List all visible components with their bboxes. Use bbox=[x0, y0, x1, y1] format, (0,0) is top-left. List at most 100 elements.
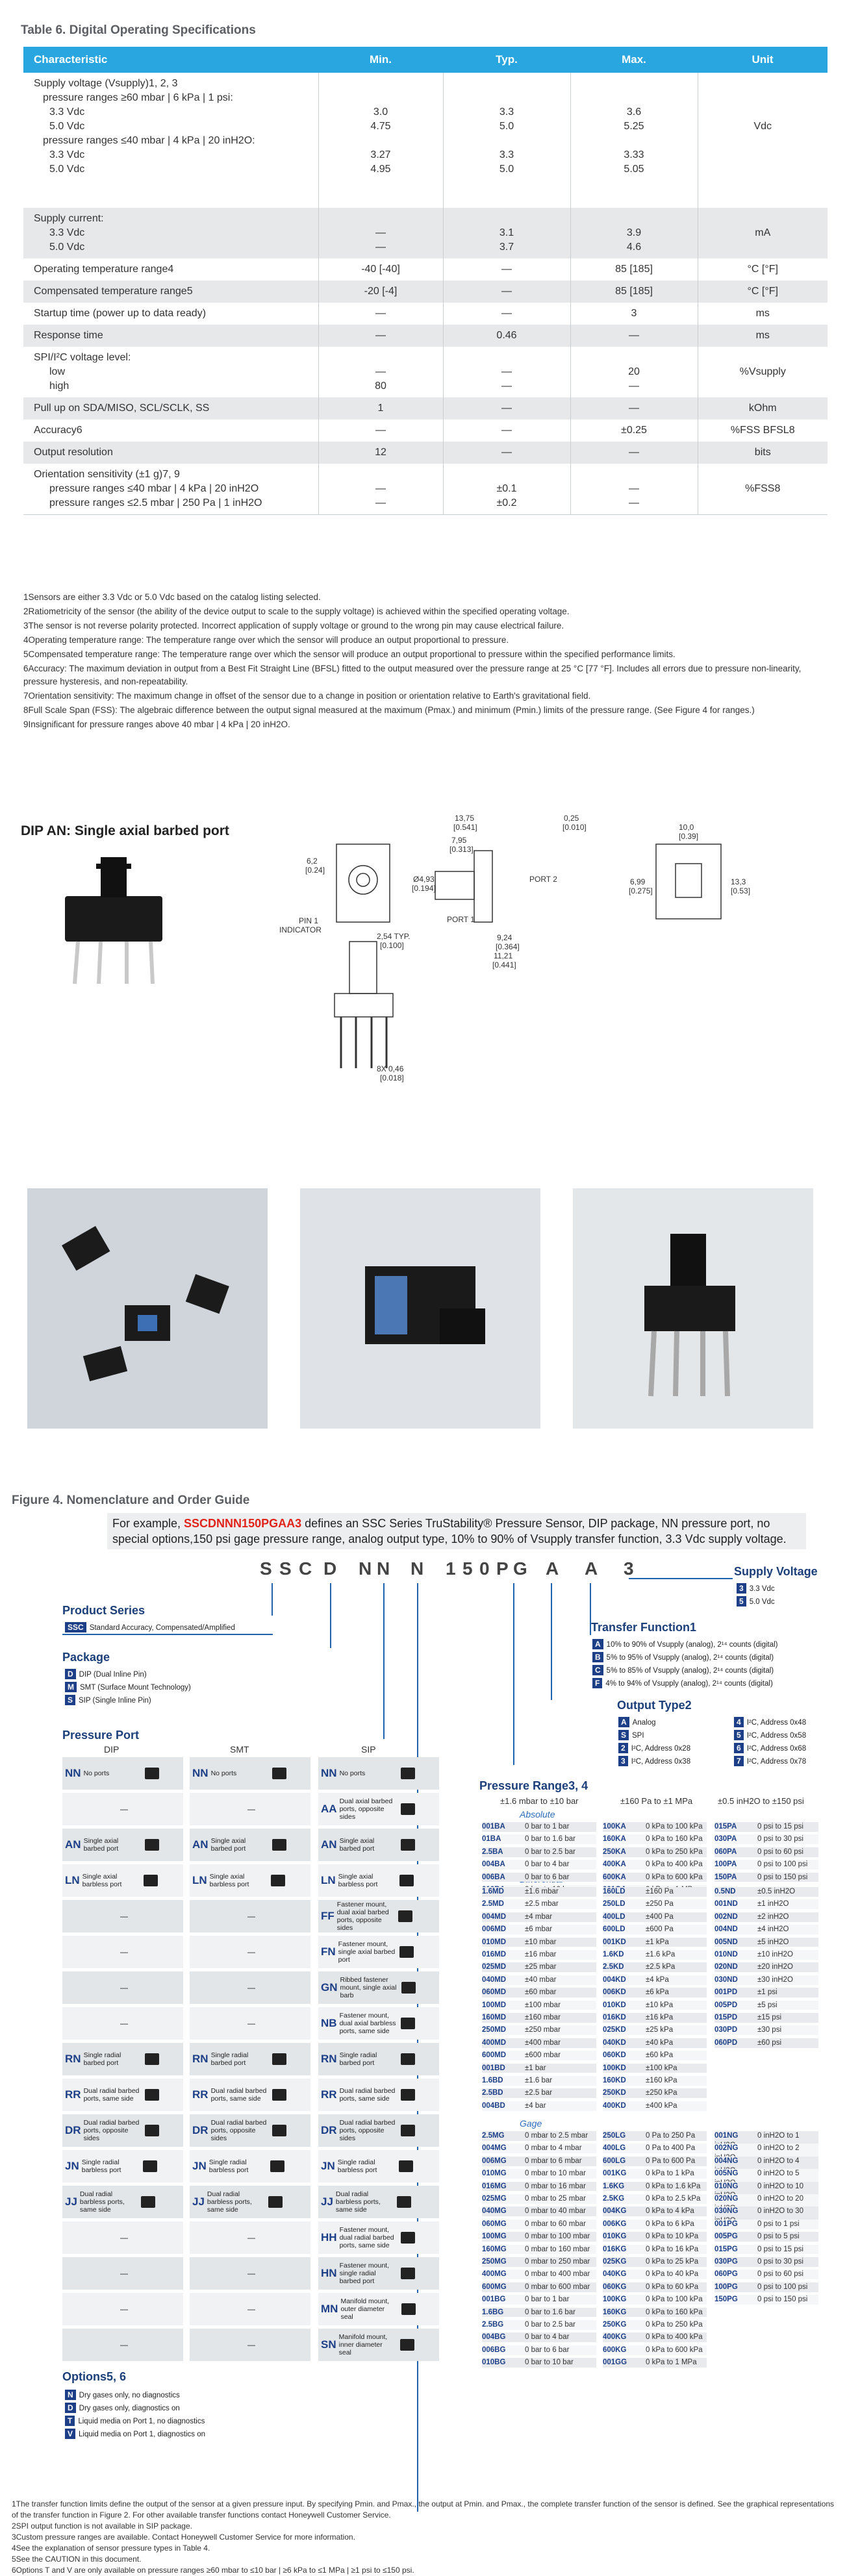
cell-value: — bbox=[443, 419, 571, 442]
range-value: ±1 inH2O bbox=[757, 1900, 789, 1908]
range-diff-item: 600MD±600 mbar bbox=[482, 2051, 596, 2060]
table-row: Accuracy6——±0.25%FSS BFSL8 bbox=[23, 419, 828, 442]
range-value: ±2.5 kPa bbox=[646, 1963, 676, 1971]
option-key: S bbox=[65, 1695, 76, 1705]
footnote: 6Options T and V are only available on p… bbox=[12, 2566, 414, 2575]
option-value: 3.3 Vdc bbox=[749, 1585, 775, 1593]
code-char: 0 bbox=[479, 1558, 494, 1579]
cell-unit: ms bbox=[698, 325, 828, 347]
port-device-icon bbox=[399, 1946, 414, 1958]
dim-label: [0.100] bbox=[380, 941, 404, 950]
range-code: 250KD bbox=[603, 2089, 626, 2097]
range-value: 0 kPa to 16 kPa bbox=[646, 2245, 699, 2253]
range-value: 0 bar to 1.6 bar bbox=[525, 1835, 575, 1844]
port-device-icon bbox=[144, 2053, 159, 2065]
dim-label: [0.010] bbox=[563, 823, 587, 832]
port-option: — bbox=[190, 2257, 310, 2290]
range-code: 020ND bbox=[714, 1963, 738, 1971]
option-key: 2 bbox=[618, 1743, 628, 1753]
range-value: ±6 mbar bbox=[525, 1925, 553, 1934]
range-diff-item: 004MD±4 mbar bbox=[482, 1912, 596, 1922]
example-pre: For example, bbox=[112, 1517, 184, 1530]
option-value: 4% to 94% of Vsupply (analog), 2¹⁴ count… bbox=[605, 1680, 773, 1688]
port-code: JJ bbox=[321, 2195, 333, 2208]
port-option: — bbox=[62, 1900, 183, 1932]
cell-value: ±0.2 bbox=[496, 497, 517, 508]
range-value: 0 mbar to 160 mbar bbox=[525, 2245, 590, 2253]
range-code: 030NG bbox=[714, 2207, 739, 2216]
port-desc: Fastener mount, dual radial barbed ports… bbox=[339, 2226, 394, 2249]
footnote: 2SPI output function is not available in… bbox=[12, 2521, 192, 2531]
cell-unit: %FSS8 bbox=[745, 483, 781, 494]
dim-label: 6,2 bbox=[307, 857, 318, 866]
port-desc: Dual radial barbed ports, opposite sides bbox=[210, 2119, 267, 2142]
port-option: — bbox=[190, 1936, 310, 1968]
port-code: AN bbox=[192, 1838, 209, 1851]
range-code: 160MD bbox=[482, 2014, 507, 2021]
range-diff-item: 030PD±30 psi bbox=[714, 2025, 818, 2036]
row-sublabel: pressure ranges ≥60 mbar | 6 kPa | 1 psi… bbox=[43, 92, 233, 103]
footnote: 6Accuracy: The maximum deviation in outp… bbox=[23, 664, 802, 686]
row-sublabel: high bbox=[49, 381, 70, 392]
product-series-title: Product Series bbox=[62, 1604, 145, 1617]
port-device-icon bbox=[401, 1982, 416, 1994]
range-code: 001NG bbox=[714, 2132, 739, 2140]
range-diff-item: 016MD±16 mbar bbox=[482, 1950, 596, 1960]
dim-label: [0.39] bbox=[679, 832, 698, 841]
range-value: 0 kPa to 25 kPa bbox=[646, 2258, 699, 2266]
range-diff-item: 2.5KD±2.5 kPa bbox=[603, 1962, 707, 1973]
table-header-row: Characteristic Min. Typ. Max. Unit bbox=[23, 47, 828, 73]
range-value: ±0.5 inH2O bbox=[757, 1888, 796, 1895]
option-value: I²C, Address 0x38 bbox=[631, 1758, 691, 1766]
range-value: ±1 kPa bbox=[646, 1938, 669, 1946]
range-value: 0 kPa to 1 MPa bbox=[646, 2358, 697, 2367]
cell-value: — bbox=[443, 442, 571, 464]
range-code: 100PG bbox=[714, 2282, 738, 2291]
port-empty: — bbox=[247, 2305, 255, 2314]
range-value: 0 kPa to 6 kPa bbox=[646, 2220, 694, 2228]
port-desc: Ribbed fastener mount, single axial barb bbox=[340, 1976, 397, 1999]
dim-label: [0.541] bbox=[453, 823, 477, 832]
footnote: 1The transfer function limits define the… bbox=[12, 2499, 835, 2520]
option-value: Dry gases only, no diagnostics bbox=[79, 2392, 180, 2399]
range-code: 006BA bbox=[482, 1873, 505, 1881]
range-value: 0 psi to 60 psi bbox=[757, 1847, 803, 1856]
range-diff-item: 001ND±1 inH2O bbox=[714, 1899, 818, 1910]
port-empty: — bbox=[120, 2233, 128, 2242]
cell-value: — bbox=[570, 442, 698, 464]
footnote: 4Operating temperature range: The temper… bbox=[23, 635, 509, 645]
range-code: 060KD bbox=[603, 2051, 626, 2060]
dim-label: 0,25 bbox=[564, 814, 579, 823]
range-code: 004BD bbox=[482, 2101, 505, 2110]
range-code: 010KD bbox=[603, 2001, 626, 2009]
option-value: SMT (Surface Mount Technology) bbox=[80, 1684, 191, 1692]
code-char: S bbox=[279, 1558, 296, 1579]
row-sublabel: pressure ranges ≤2.5 mbar | 250 Pa | 1 i… bbox=[49, 497, 262, 508]
range-value: 0 kPa to 160 kPa bbox=[646, 1835, 703, 1844]
footnote: 2Ratiometricity of the sensor (the abili… bbox=[23, 606, 570, 616]
cell-value: 5.0 bbox=[499, 164, 514, 175]
option-key: C bbox=[592, 1665, 603, 1675]
range-value: ±15 psi bbox=[757, 2014, 781, 2021]
port-code: LN bbox=[65, 1874, 80, 1886]
range-diff-item: 250MD±250 mbar bbox=[482, 2025, 596, 2036]
range-code: 400LG bbox=[603, 2144, 626, 2153]
